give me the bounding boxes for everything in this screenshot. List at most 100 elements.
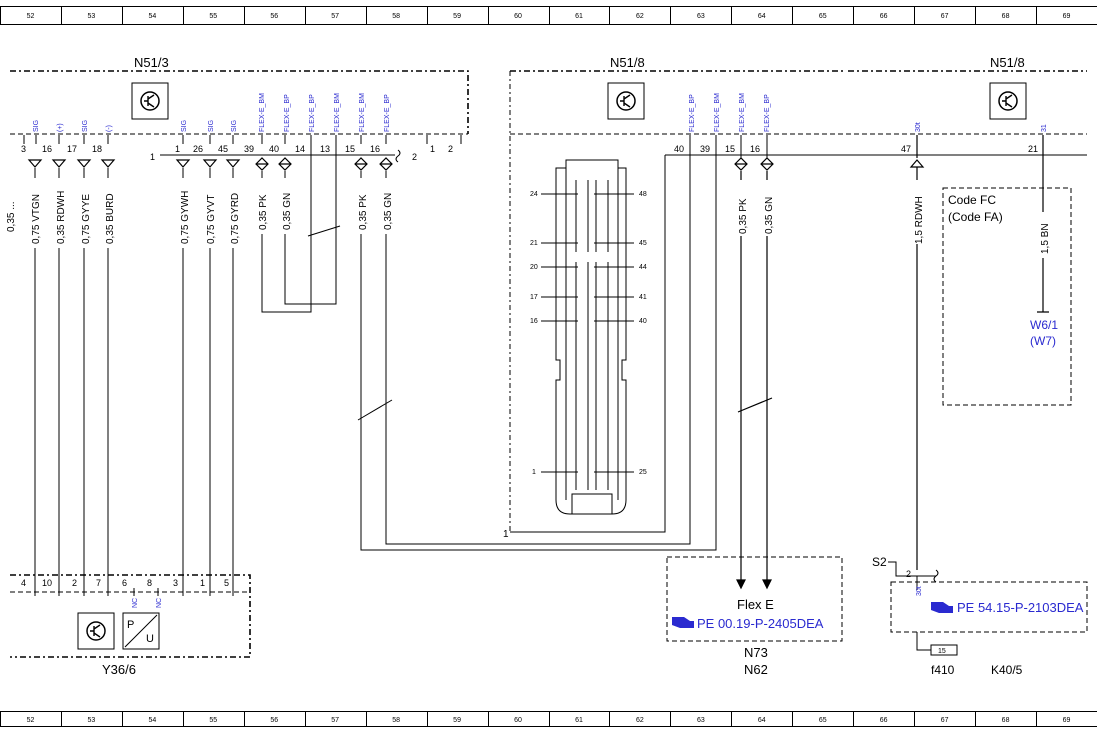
ruler-label: 55: [209, 13, 217, 20]
ruler-label: 61: [575, 717, 583, 724]
n51-3-pins: [23, 135, 462, 144]
pin-label: 40: [674, 144, 684, 154]
pin-label: 20: [530, 264, 538, 271]
signal-label: SIG: [181, 120, 188, 132]
signal-label: FLEX-E_BM: [739, 93, 746, 132]
signal-label: (-): [106, 125, 113, 132]
wire-label: 0,35 GN: [764, 197, 775, 234]
ruler-label: 67: [941, 717, 949, 724]
wire-label: 0,35 PK: [258, 194, 269, 230]
signal-label: SIG: [208, 120, 215, 132]
ruler-label: 56: [270, 13, 278, 20]
pin-label: 8: [147, 578, 152, 588]
signal-label: FLEX-E_BM: [359, 93, 366, 132]
connector-symbols: [27, 157, 393, 171]
pin-label: 6: [122, 578, 127, 588]
ruler-label: 64: [758, 717, 766, 724]
pin-label: 5: [224, 578, 229, 588]
bottom-ruler: [0, 711, 1097, 727]
right-wires: [909, 135, 1049, 570]
wire-label: 0,35 PK: [738, 198, 749, 234]
fuse-f410: [916, 632, 958, 656]
n51-8b-title: N51/8: [990, 55, 1025, 70]
pin-label: 10: [42, 578, 52, 588]
signal-label: SIG: [82, 120, 89, 132]
pin-label: 13: [320, 144, 330, 154]
y36-pin-numbers: 4 10 2 7 6 8 3 1 5: [21, 578, 229, 588]
ruler-label: 65: [819, 717, 827, 724]
ecu-connector-pin-numbers: 24 21 20 17 16 1 48 45 44 41 40 25: [530, 191, 647, 476]
w6-1-link[interactable]: W6/1: [1030, 318, 1058, 332]
pin-label: 4: [21, 578, 26, 588]
ruler-label: 57: [331, 717, 339, 724]
pin-label: 39: [700, 144, 710, 154]
reference-hand-icon: [672, 617, 694, 628]
pin-label: 21: [1028, 144, 1038, 154]
ruler-label: 66: [880, 13, 888, 20]
pin-label: 47: [901, 144, 911, 154]
ruler-label: 64: [758, 13, 766, 20]
transistor-icon: [131, 82, 169, 120]
w7-link[interactable]: (W7): [1030, 334, 1056, 348]
ruler-label: 59: [453, 13, 461, 20]
code-fc-box: [942, 187, 1072, 406]
ruler-label: 66: [880, 717, 888, 724]
wire-label: 1,5 BN: [1040, 223, 1051, 254]
signal-label: FLEX-E_BP: [689, 94, 696, 132]
pin-label: 7: [96, 578, 101, 588]
ruler-label: 69: [1063, 13, 1071, 20]
nc-label: NC: [132, 598, 139, 608]
ruler-label: 63: [697, 717, 705, 724]
n51-3-title: N51/3: [134, 55, 169, 70]
k40-5-label: K40/5: [991, 663, 1023, 677]
transistor-icon: [989, 82, 1027, 120]
s2-pin: 2: [906, 569, 911, 579]
transistor-icon: [77, 612, 115, 650]
pin-label: 25: [639, 469, 647, 476]
ruler-label: 67: [941, 13, 949, 20]
wire-label: 0,75 GYVT: [206, 195, 217, 244]
pin-label: 45: [639, 240, 647, 247]
signal-label: FLEX-E_BP: [764, 94, 771, 132]
pin-label: 45: [218, 144, 228, 154]
wire-label: 0,35 GN: [282, 193, 293, 230]
left-wire-labels: 0,75 VTGN 0,35 RDWH 0,75 GYYE 0,35 BURD …: [6, 191, 394, 244]
wire-label: 0,75 GYYE: [81, 194, 92, 244]
pin-label: 1: [175, 144, 180, 154]
reference-hand-icon: [931, 602, 953, 613]
n51-8-pin-numbers: 40 39 15 16: [674, 144, 760, 154]
nc-label: NC: [156, 598, 163, 608]
y36-pin-ticks: [34, 588, 234, 596]
signal-label: FLEX-E_BM: [334, 93, 341, 132]
pin-label: 2: [72, 578, 77, 588]
ruler-label: 68: [1002, 13, 1010, 20]
ruler-label: 65: [819, 13, 827, 20]
ruler-label: 58: [392, 717, 400, 724]
n62-label: N62: [744, 662, 768, 677]
pin-label: 3: [173, 578, 178, 588]
wire-label: 0,35 BURD: [105, 193, 116, 244]
ruler-label: 59: [453, 717, 461, 724]
flex-wires: [734, 157, 774, 590]
pin-label: 40: [269, 144, 279, 154]
svg-text:P: P: [127, 619, 134, 631]
signal-label: SIG: [231, 120, 238, 132]
ruler-label: 62: [636, 13, 644, 20]
signal-label: FLEX-E_BP: [384, 94, 391, 132]
pin-label: 44: [639, 264, 647, 271]
wire-label: 0,75 GYWH: [180, 191, 191, 244]
ruler-label: 54: [148, 717, 156, 724]
flex-e-reference-link[interactable]: PE 00.19-P-2405DEA: [697, 616, 824, 631]
pin-label: 2: [412, 152, 417, 162]
pin-label: 41: [639, 294, 647, 301]
pin-label: 17: [530, 294, 538, 301]
pin-label: 15: [725, 144, 735, 154]
flex-e-box: [666, 556, 843, 642]
k40-reference-link[interactable]: PE 54.15-P-2103DEA: [957, 600, 1084, 615]
s2-signal: 30t: [916, 586, 923, 596]
pin-label: 1: [532, 469, 536, 476]
ruler-label: 61: [575, 13, 583, 20]
k40-box: [890, 581, 1088, 633]
